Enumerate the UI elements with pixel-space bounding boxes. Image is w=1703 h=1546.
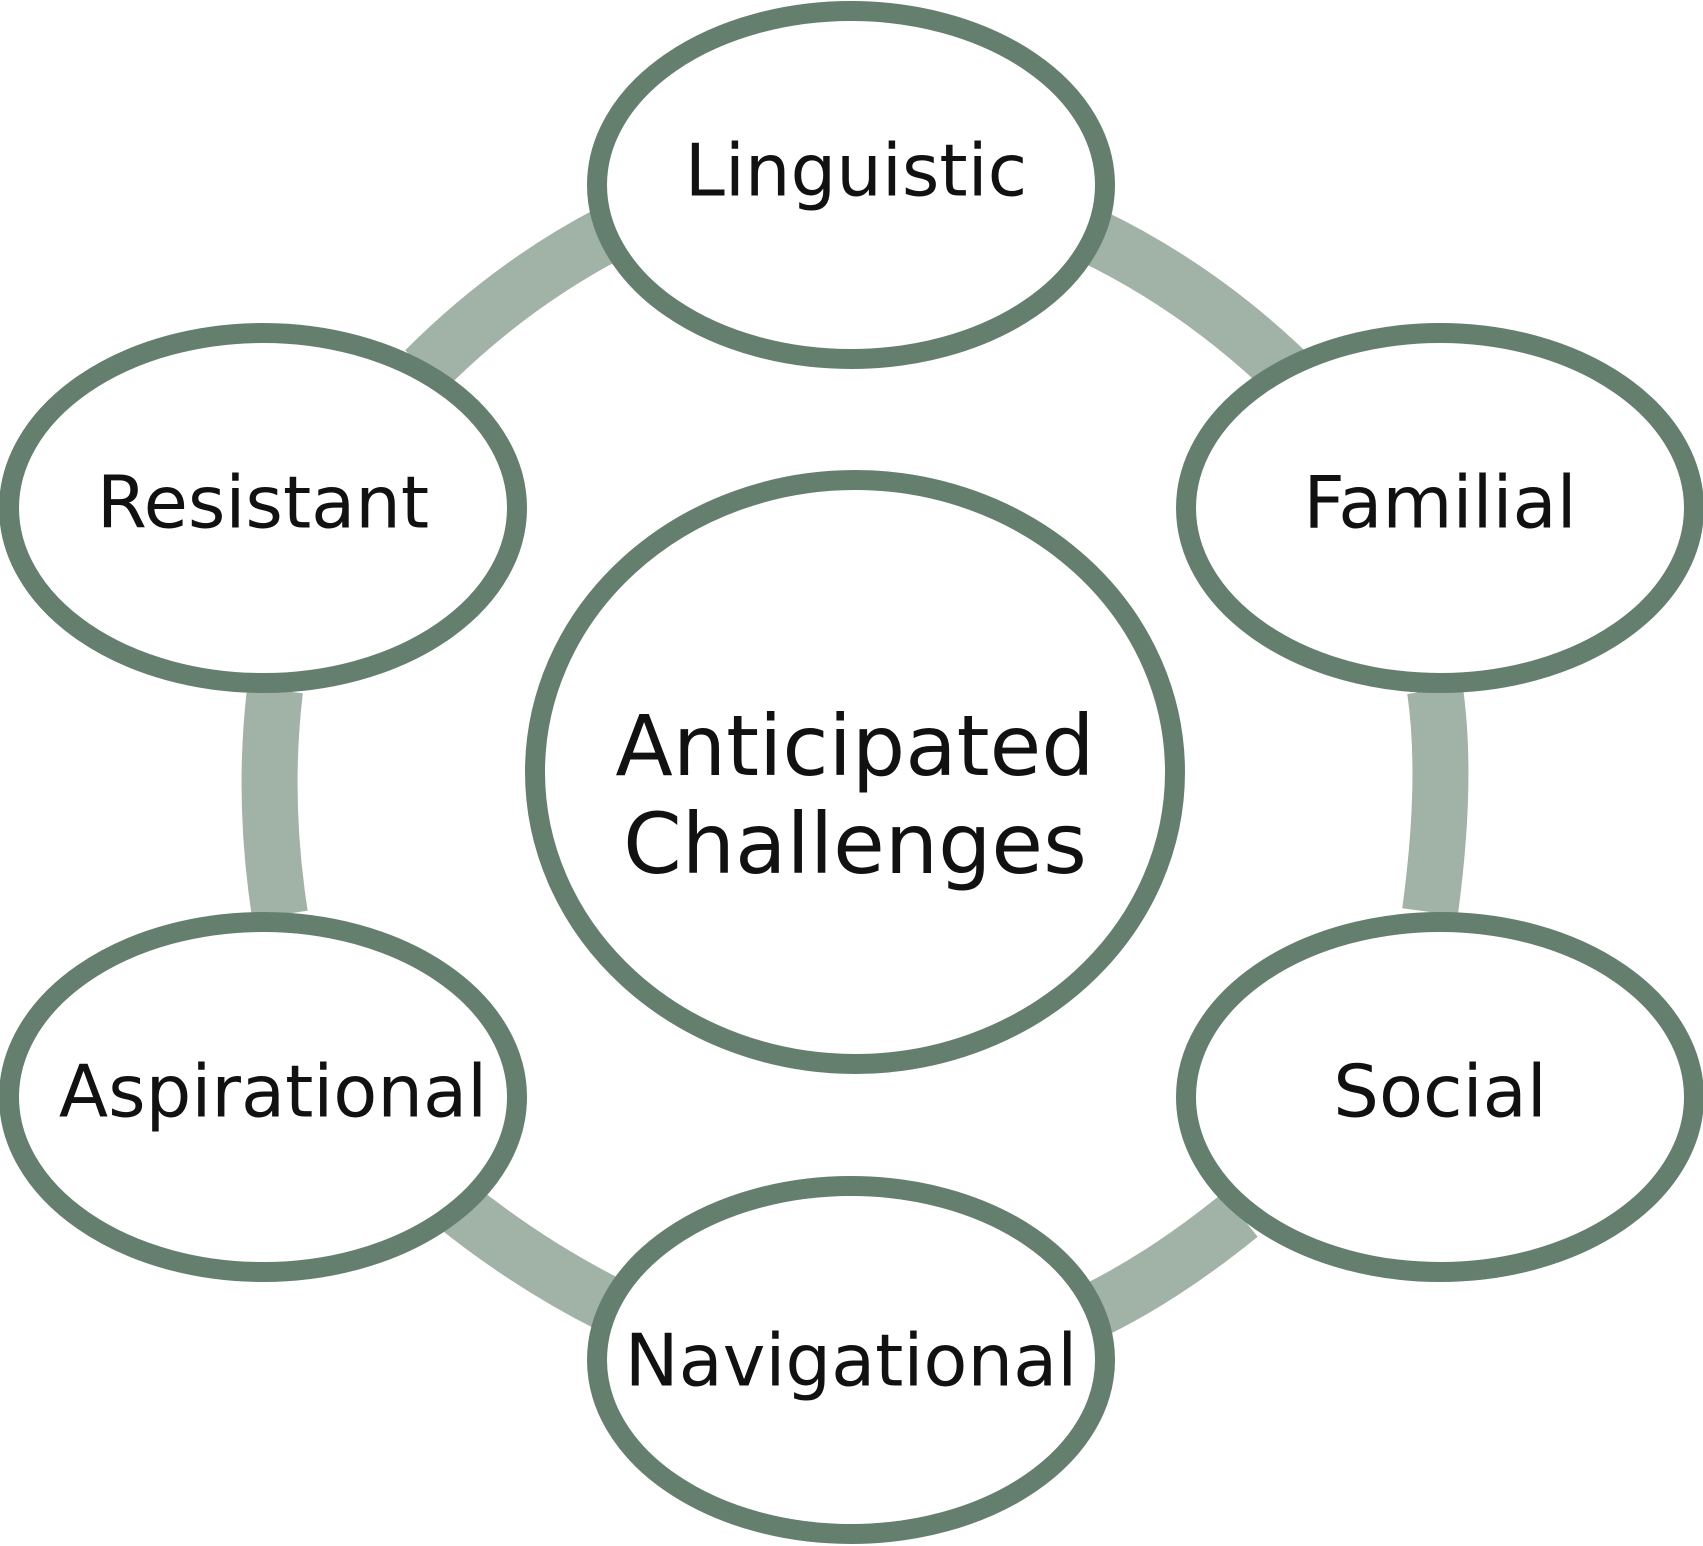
node-social-ellipse [1176, 912, 1703, 1282]
node-linguistic-label: Linguistic [685, 129, 1027, 213]
node-familial-ellipse [1176, 323, 1703, 693]
ring-connectors [241, 208, 1469, 1341]
node-resistant: Resistant [0, 323, 527, 693]
node-social-label: Social [1333, 1050, 1546, 1134]
center-node: Anticipated Challenges [525, 470, 1185, 1074]
center-label-line1: Anticipated [615, 697, 1094, 795]
ring-connector-social-navigational [1073, 1193, 1258, 1341]
node-navigational-label: Navigational [625, 1319, 1077, 1403]
node-social: Social [1176, 912, 1703, 1282]
center-ellipse [525, 470, 1185, 1074]
ring-connector-linguistic-familial [1077, 209, 1320, 405]
node-aspirational-ellipse [0, 912, 527, 1282]
ring-connector-aspirational-resistant [241, 686, 308, 920]
node-familial: Familial [1176, 323, 1703, 693]
node-familial-label: Familial [1303, 461, 1576, 545]
ring-connector-resistant-linguistic [405, 208, 623, 390]
node-resistant-ellipse [0, 323, 527, 693]
node-aspirational: Aspirational [0, 912, 527, 1282]
node-aspirational-label: Aspirational [59, 1050, 487, 1134]
center-label-line2: Challenges [623, 795, 1087, 893]
node-linguistic: Linguistic [587, 1, 1115, 369]
node-linguistic-ellipse [587, 1, 1115, 369]
node-navigational: Navigational [587, 1176, 1115, 1544]
ring-connector-navigational-aspirational [437, 1183, 623, 1331]
ring-connector-familial-social [1402, 686, 1469, 916]
node-navigational-ellipse [587, 1176, 1115, 1544]
node-resistant-label: Resistant [97, 461, 429, 545]
